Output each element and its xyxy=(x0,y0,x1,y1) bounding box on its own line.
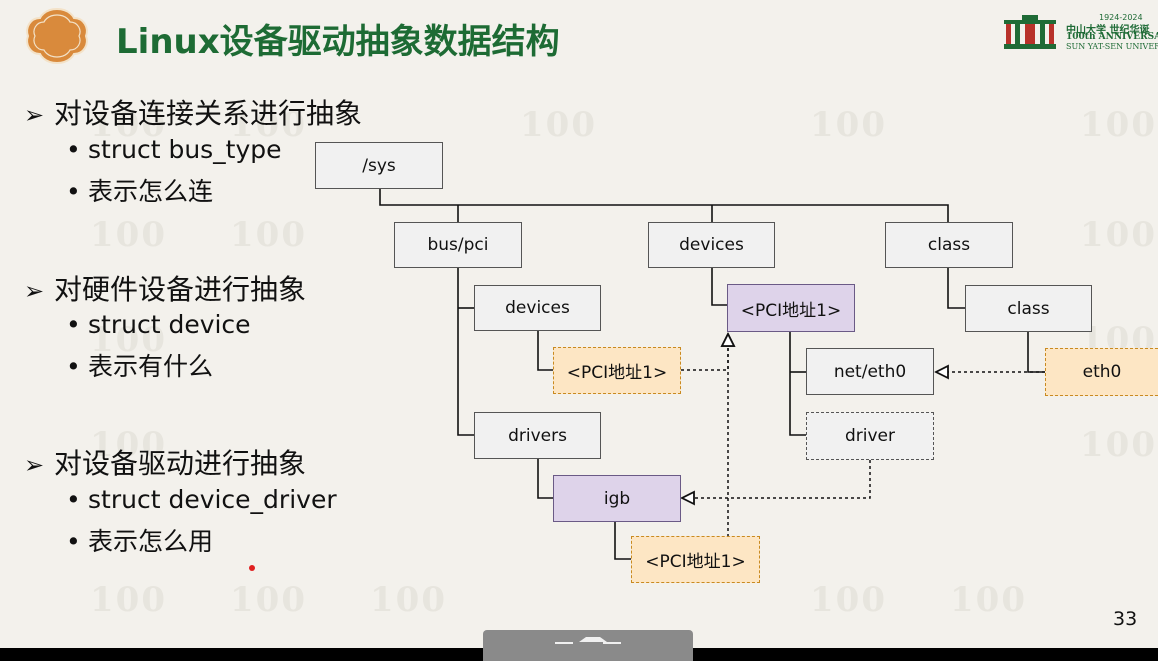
bullet-heading: ➢对设备连接关系进行抽象 xyxy=(24,97,363,130)
watermark: 100 xyxy=(90,105,167,145)
node-sys: /sys xyxy=(315,142,443,189)
watermark: 100 xyxy=(230,215,307,255)
watermark: 100 xyxy=(520,105,597,145)
node-bus-pci: bus/pci xyxy=(394,222,522,268)
bullet-heading: ➢对硬件设备进行抽象 xyxy=(24,273,307,306)
watermark: 100 xyxy=(90,425,167,465)
node-bus-devices: devices xyxy=(474,285,601,331)
player-control-handle[interactable] xyxy=(483,630,693,661)
watermark: 100 xyxy=(90,580,167,620)
bullet-item: •struct device_driver xyxy=(66,485,337,514)
node-bus-pci-address: <PCI地址1> xyxy=(553,347,681,394)
bullet-item: •表示怎么连 xyxy=(66,177,214,206)
watermark: 100 xyxy=(90,320,167,360)
node-class: class xyxy=(885,222,1013,268)
watermark: 100 xyxy=(810,580,887,620)
node-net-eth0: net/eth0 xyxy=(806,348,934,395)
school-emblem-icon xyxy=(26,7,88,65)
chevron-up-icon[interactable] xyxy=(579,637,607,642)
watermark: 100 xyxy=(230,105,307,145)
bullet-item: •struct bus_type xyxy=(66,135,282,164)
node-driver: driver xyxy=(806,412,934,460)
watermark: 100 xyxy=(90,215,167,255)
watermark: 100 xyxy=(1080,105,1157,145)
node-class-sub: class xyxy=(965,285,1092,332)
university-logo-icon xyxy=(1004,15,1056,49)
watermark: 100 xyxy=(1080,215,1157,255)
university-anniversary: 100th ANNIVERSARY xyxy=(1066,32,1158,42)
bullet-item: •表示怎么用 xyxy=(66,527,214,556)
node-igb-pci-address: <PCI地址1> xyxy=(631,536,760,583)
slide-title: Linux设备驱动抽象数据结构 xyxy=(116,22,560,62)
handle-grip-icon xyxy=(603,642,621,644)
watermark: 100 xyxy=(950,580,1027,620)
node-drivers: drivers xyxy=(474,412,601,459)
page-number: 33 xyxy=(1113,608,1138,630)
watermark: 100 xyxy=(370,580,447,620)
bullet-item: •表示有什么 xyxy=(66,352,214,381)
node-eth0: eth0 xyxy=(1045,348,1158,396)
university-years: 1924-2024 xyxy=(1099,13,1143,22)
watermark: 100 xyxy=(810,105,887,145)
laser-pointer-dot xyxy=(249,565,255,571)
university-name-cn: 中山大学 世纪华诞 xyxy=(1066,25,1150,36)
node-devices-pci-address: <PCI地址1> xyxy=(727,284,855,332)
arrow-icon: ➢ xyxy=(24,101,45,129)
node-devices: devices xyxy=(648,222,775,268)
university-name-en: SUN YAT-SEN UNIVERSITY xyxy=(1066,42,1158,51)
arrow-icon: ➢ xyxy=(24,451,45,479)
bullet-item: •struct device xyxy=(66,310,251,339)
node-igb: igb xyxy=(553,475,681,522)
watermark: 100 xyxy=(1080,425,1157,465)
arrow-icon: ➢ xyxy=(24,277,45,305)
watermark: 100 xyxy=(230,580,307,620)
handle-grip-icon xyxy=(555,642,573,644)
bullet-heading: ➢对设备驱动进行抽象 xyxy=(24,447,307,480)
